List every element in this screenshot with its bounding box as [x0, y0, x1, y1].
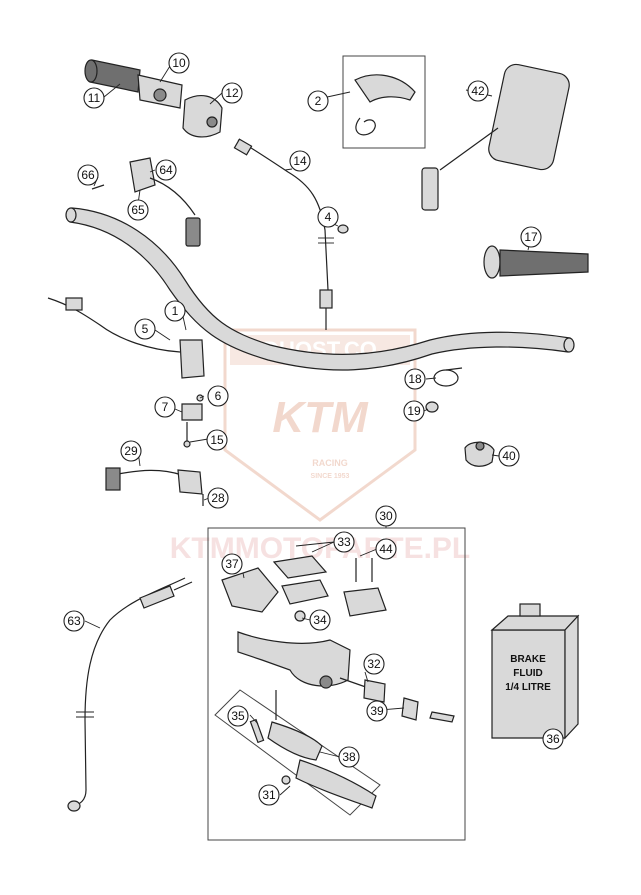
brake-fluid-can: BRAKE FLUID 1/4 LITRE [490, 603, 580, 740]
clutch-clamp [464, 441, 495, 467]
svg-text:4: 4 [325, 210, 332, 224]
callout-4: 4 [317, 206, 339, 228]
svg-text:64: 64 [159, 163, 173, 177]
handlebar [65, 207, 575, 371]
callout-11: 11 [83, 87, 105, 109]
callout-42: 42 [467, 80, 489, 102]
cable-tie [433, 367, 463, 387]
svg-text:29: 29 [124, 444, 138, 458]
svg-text:40: 40 [502, 449, 516, 463]
svg-text:33: 33 [337, 535, 351, 549]
nut [425, 401, 439, 413]
callout-30: 30 [375, 505, 397, 527]
svg-text:34: 34 [313, 613, 327, 627]
left-switch [47, 297, 205, 379]
callout-44: 44 [375, 538, 397, 560]
callout-18: 18 [404, 368, 426, 390]
callout-2: 2 [307, 90, 329, 112]
callout-40: 40 [498, 445, 520, 467]
svg-text:42: 42 [471, 84, 485, 98]
callout-17: 17 [520, 226, 542, 248]
watermark: DUOST.CO KTM RACING SINCE 1953 KTMMOTOPA… [170, 328, 470, 565]
master-cylinder-group [207, 527, 466, 841]
watermark-sub-text-2: SINCE 1953 [311, 473, 350, 480]
kill-switch [91, 157, 201, 247]
mirror [421, 63, 570, 211]
horn-switch [105, 467, 204, 506]
fluid-label-line-1: BRAKE [510, 654, 546, 665]
svg-text:28: 28 [211, 491, 225, 505]
svg-text:44: 44 [379, 542, 393, 556]
svg-text:35: 35 [231, 709, 245, 723]
callout-38: 38 [338, 746, 360, 768]
throttle-cable [233, 138, 349, 330]
svg-text:65: 65 [131, 203, 145, 217]
callout-34: 34 [309, 609, 331, 631]
svg-text:18: 18 [408, 372, 422, 386]
callout-12: 12 [221, 82, 243, 104]
callout-14: 14 [289, 150, 311, 172]
callout-37: 37 [221, 553, 243, 575]
svg-text:6: 6 [215, 389, 222, 403]
watermark-brand: KTM [272, 393, 369, 442]
callout-5: 5 [134, 318, 156, 340]
switch-bracket [181, 394, 204, 448]
clutch-cable [67, 577, 193, 812]
fluid-label-line-3: 1/4 LITRE [505, 682, 551, 693]
handguard-box [342, 55, 426, 149]
svg-text:38: 38 [342, 750, 356, 764]
callout-33: 33 [333, 531, 355, 553]
svg-text:17: 17 [524, 230, 538, 244]
svg-text:1: 1 [172, 304, 179, 318]
callout-19: 19 [403, 400, 425, 422]
svg-text:11: 11 [88, 91, 101, 105]
svg-text:7: 7 [162, 400, 169, 414]
svg-text:36: 36 [546, 732, 560, 746]
callout-7: 7 [154, 396, 176, 418]
watermark-sub-text: RACING [312, 458, 348, 468]
callout-31: 31 [258, 784, 280, 806]
throttle-grip [84, 59, 183, 109]
throttle-cover [182, 94, 223, 138]
callout-10: 10 [168, 52, 190, 74]
fluid-label-line-2: FLUID [513, 668, 542, 679]
svg-text:30: 30 [379, 509, 393, 523]
watermark-shield [223, 328, 417, 522]
right-grip [483, 245, 589, 279]
svg-text:10: 10 [172, 56, 186, 70]
svg-text:14: 14 [293, 154, 307, 168]
callout-65: 65 [127, 199, 149, 221]
svg-text:32: 32 [367, 657, 381, 671]
svg-text:37: 37 [225, 557, 239, 571]
callout-1: 1 [164, 300, 186, 322]
svg-text:31: 31 [262, 788, 276, 802]
svg-text:66: 66 [81, 168, 95, 182]
svg-text:5: 5 [142, 322, 149, 336]
callouts: 1 2 4 5 6 7 10 11 12 14 15 17 18 19 28 2… [63, 52, 564, 806]
callout-66: 66 [77, 164, 99, 186]
callout-15: 15 [206, 429, 228, 451]
svg-text:15: 15 [210, 433, 224, 447]
callout-6: 6 [207, 385, 229, 407]
svg-text:2: 2 [315, 94, 322, 108]
svg-text:63: 63 [67, 614, 81, 628]
callout-39: 39 [366, 700, 388, 722]
svg-text:39: 39 [370, 704, 384, 718]
callout-32: 32 [363, 653, 385, 675]
callout-64: 64 [155, 159, 177, 181]
svg-text:12: 12 [225, 86, 239, 100]
callout-29: 29 [120, 440, 142, 462]
callout-28: 28 [207, 487, 229, 509]
svg-text:19: 19 [407, 404, 421, 418]
callout-36: 36 [542, 728, 564, 750]
callout-35: 35 [227, 705, 249, 727]
callout-63: 63 [63, 610, 85, 632]
